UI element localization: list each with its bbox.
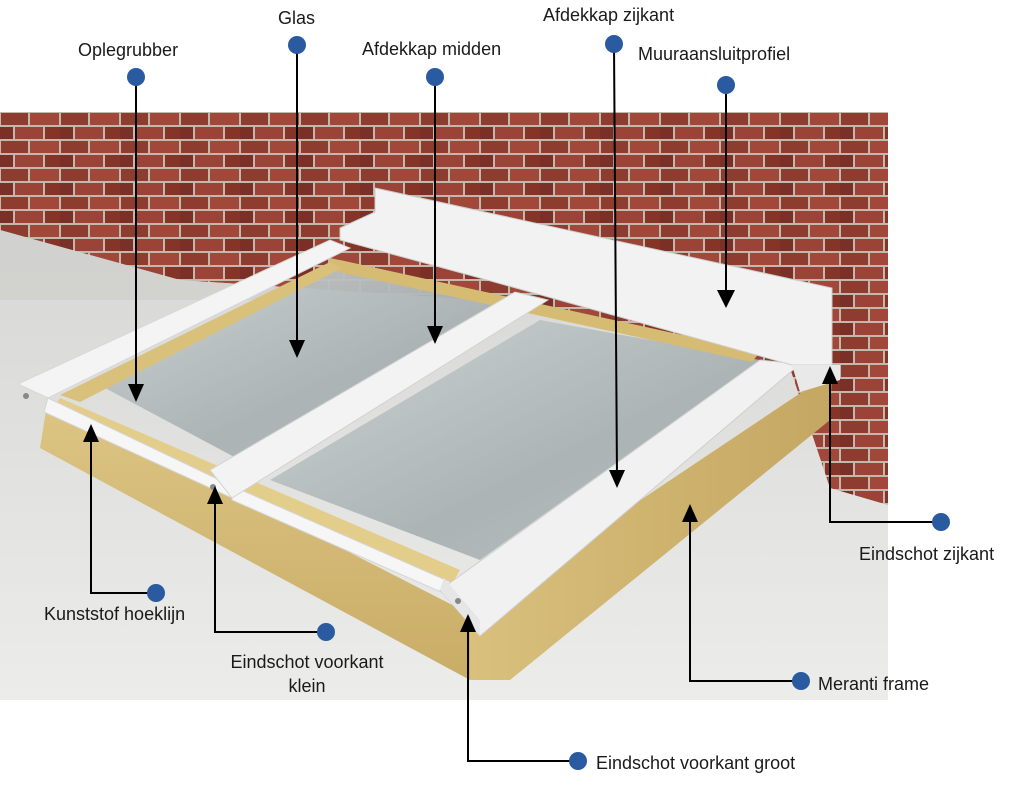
- screw-left: [23, 393, 29, 399]
- callout-dot-glas: [288, 36, 306, 54]
- label-muuraansluitprofiel: Muuraansluitprofiel: [638, 44, 791, 64]
- label-kunststof-hoeklijn: Kunststof hoeklijn: [44, 604, 186, 624]
- callout-dot-eindschot-zijkant: [932, 513, 950, 531]
- leader-eindschot-voorkant-groot: [467, 627, 578, 762]
- label-eindschot-voorkant-klein-line1: Eindschot voorkant: [230, 652, 384, 672]
- label-oplegrubber: Oplegrubber: [78, 40, 179, 60]
- label-afdekkap-zijkant: Afdekkap zijkant: [543, 5, 675, 25]
- arrowhead-kunststof-hoeklijn: [83, 424, 99, 442]
- inner-rail-back: [330, 258, 760, 362]
- afdekkap-midden-bar: [209, 291, 550, 499]
- brick-wall: [0, 112, 888, 505]
- leader-afdekkap-zijkant: [613, 44, 618, 477]
- callout-dot-eindschot-voorkant-groot: [569, 752, 587, 770]
- label-eindschot-voorkant-groot: Eindschot voorkant groot: [596, 753, 796, 773]
- arrowhead-eindschot-voorkant-klein: [207, 486, 223, 504]
- meranti-frame-side: [470, 372, 832, 680]
- arrowhead-oplegrubber: [128, 384, 144, 402]
- inner-rail-left: [60, 262, 342, 402]
- label-meranti-frame: Meranti frame: [818, 674, 930, 694]
- callout-dot-oplegrubber: [127, 68, 145, 86]
- label-afdekkap-midden: Afdekkap midden: [362, 39, 502, 59]
- wall-floor-shadow: [0, 230, 480, 300]
- callout-dot-meranti-frame: [792, 672, 810, 690]
- screw-right: [455, 598, 461, 604]
- callout-dot-eindschot-voorkant-klein: [317, 623, 335, 641]
- profile-left: [16, 239, 352, 399]
- arrowhead-eindschot-voorkant-groot: [460, 614, 476, 632]
- arrowhead-afdekkap-midden: [427, 326, 443, 344]
- glass-panel-right: [270, 320, 760, 560]
- leader-meranti-frame: [689, 518, 800, 682]
- arrowhead-eindschot-zijkant: [822, 366, 838, 384]
- oplegrubber-strip: [52, 398, 460, 584]
- callout-dot-kunststof-hoeklijn: [147, 584, 165, 602]
- label-eindschot-zijkant: Eindschot zijkant: [859, 544, 995, 564]
- glass-panel-left: [90, 260, 520, 460]
- arrowhead-muuraansluitprofiel: [717, 290, 735, 308]
- leader-eindschot-voorkant-klein: [214, 500, 325, 633]
- arrowhead-meranti-frame: [682, 504, 698, 522]
- label-eindschot-voorkant-klein-line2: klein: [288, 676, 326, 696]
- callout-dot-muuraansluitprofiel: [717, 76, 735, 94]
- label-glas: Glas: [278, 8, 316, 28]
- callout-dot-afdekkap-midden: [426, 68, 444, 86]
- meranti-frame-front: [40, 398, 470, 680]
- leader-kunststof-hoeklijn: [90, 438, 155, 594]
- label-eindschot-voorkant-klein: Eindschot voorkant klein: [212, 650, 402, 698]
- leader-eindschot-zijkant: [829, 384, 940, 523]
- arrowhead-glas: [289, 340, 305, 358]
- callout-dot-afdekkap-zijkant: [605, 35, 623, 53]
- arrowhead-afdekkap-zijkant: [609, 470, 625, 488]
